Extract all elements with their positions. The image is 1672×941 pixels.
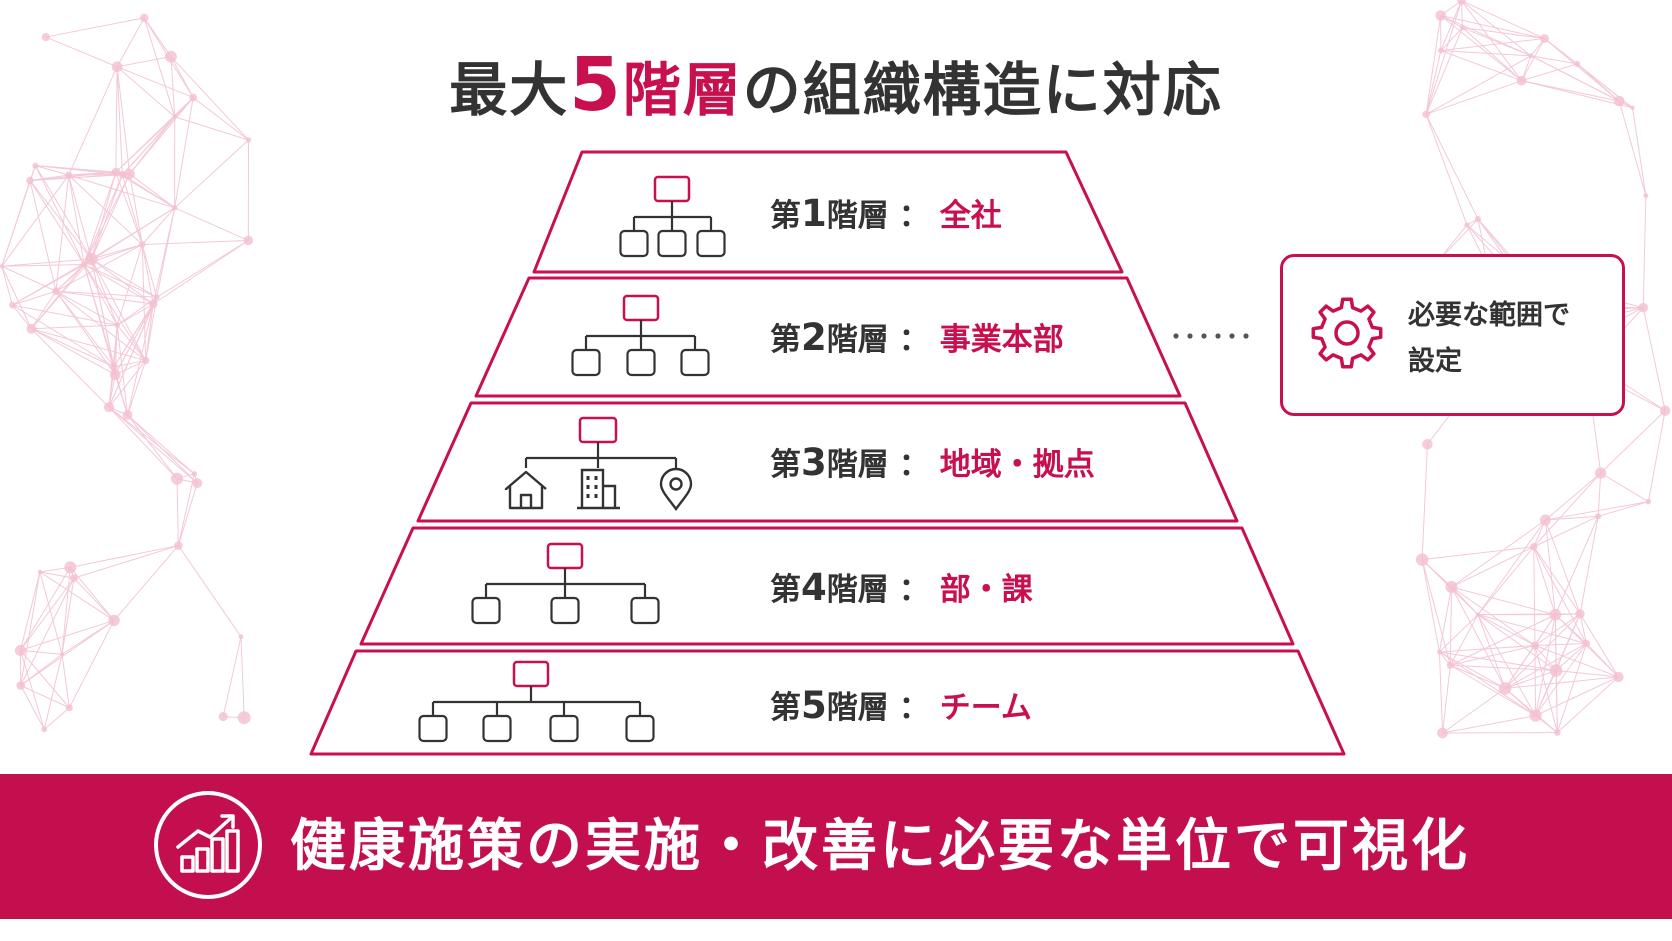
tier-3-name: 地域・拠点 [939,447,1095,483]
tier-5-label: 第5階層：チーム [770,684,1032,727]
tier-1-name: 全社 [939,198,1002,234]
callout-line-2: 設定 [1408,346,1462,377]
title-suffix: の組織構造に対応 [742,56,1223,124]
title-accent: 階層 [622,56,743,124]
gear-icon [1311,297,1383,369]
tier-2-label: 第2階層：事業本部 [770,316,1064,359]
bar-chart-icon [154,791,262,899]
tier-4-label: 第4階層：部・課 [770,566,1033,609]
house-icon [504,470,547,510]
tier-3-label: 第3階層：地域・拠点 [770,441,1095,484]
org-chart-icon [418,660,655,743]
org-chart-icon [571,294,710,377]
map-pin-icon [659,467,693,512]
location-org-icon [504,416,693,512]
building-icon [577,468,620,510]
tier-1-label: 第1階層：全社 [770,192,1002,235]
org-chart-icon [471,542,660,625]
tier-4-name: 部・課 [939,572,1033,608]
callout-line-1: 必要な範囲で [1408,300,1570,331]
callout-text: 必要な範囲で 設定 [1408,293,1618,385]
callout-box: 必要な範囲で 設定 [1280,254,1625,416]
banner-text: 健康施策の実施・改善に必要な単位で可視化 [290,814,1470,879]
org-chart-icon [619,175,726,258]
tier-4 [359,526,1295,646]
tier-5-name: チーム [939,690,1032,726]
title-number: 5 [569,42,623,128]
bottom-banner: 健康施策の実施・改善に必要な単位で可視化 [0,774,1672,919]
dotted-connector [1173,333,1249,339]
tier-2-name: 事業本部 [939,322,1064,358]
tier-3 [416,401,1239,523]
page-title: 最大5階層の組織構造に対応 [0,40,1672,135]
title-prefix: 最大 [449,56,570,124]
